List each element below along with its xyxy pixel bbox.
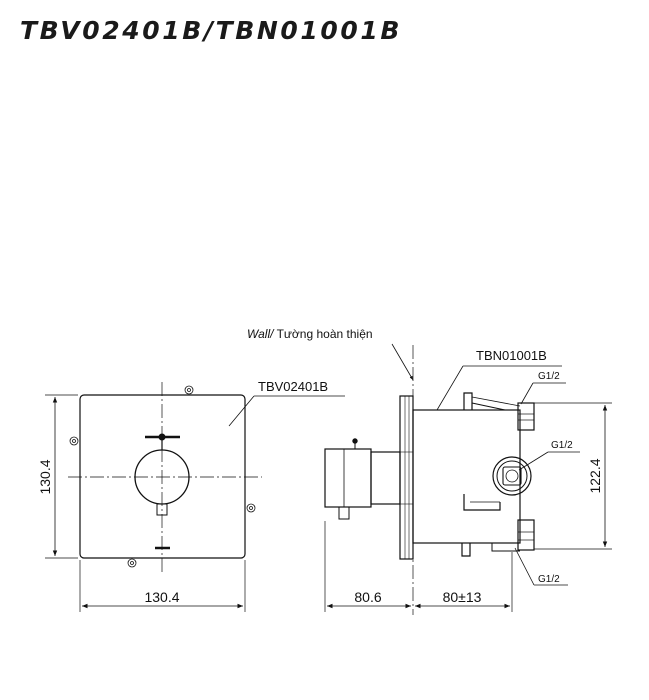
front-view	[45, 382, 345, 612]
wall-label-italic: Wall/	[247, 327, 275, 341]
side-cover-plate	[399, 395, 414, 560]
port-bottom	[517, 519, 535, 551]
valve-body	[412, 409, 521, 544]
port-top-label: G1/2	[538, 371, 560, 382]
port-bottom-label: G1/2	[538, 574, 560, 585]
front-model-label: TBV02401B	[258, 379, 328, 394]
wall-label: Wall/ Tường hoàn thiện	[247, 327, 373, 341]
port-middle-label: G1/2	[551, 440, 573, 451]
side-model-label: TBN01001B	[476, 348, 547, 363]
front-width-dimension: 130.4	[144, 589, 179, 605]
body-height-dimension: 122.4	[587, 458, 603, 493]
side-view	[324, 343, 612, 615]
wall-label-vietnamese: Tường hoàn thiện	[273, 327, 372, 341]
front-height-dimension: 130.4	[37, 459, 53, 494]
depth-dimension: 80±13	[443, 589, 482, 605]
port-middle	[492, 456, 532, 496]
mounting-screws	[69, 385, 256, 568]
side-handle	[324, 448, 372, 508]
protrusion-dimension: 80.6	[354, 589, 381, 605]
port-top	[517, 402, 535, 431]
drawing-title: TBV02401B/TBN01001B	[20, 16, 403, 45]
front-cover-plate	[79, 394, 246, 559]
